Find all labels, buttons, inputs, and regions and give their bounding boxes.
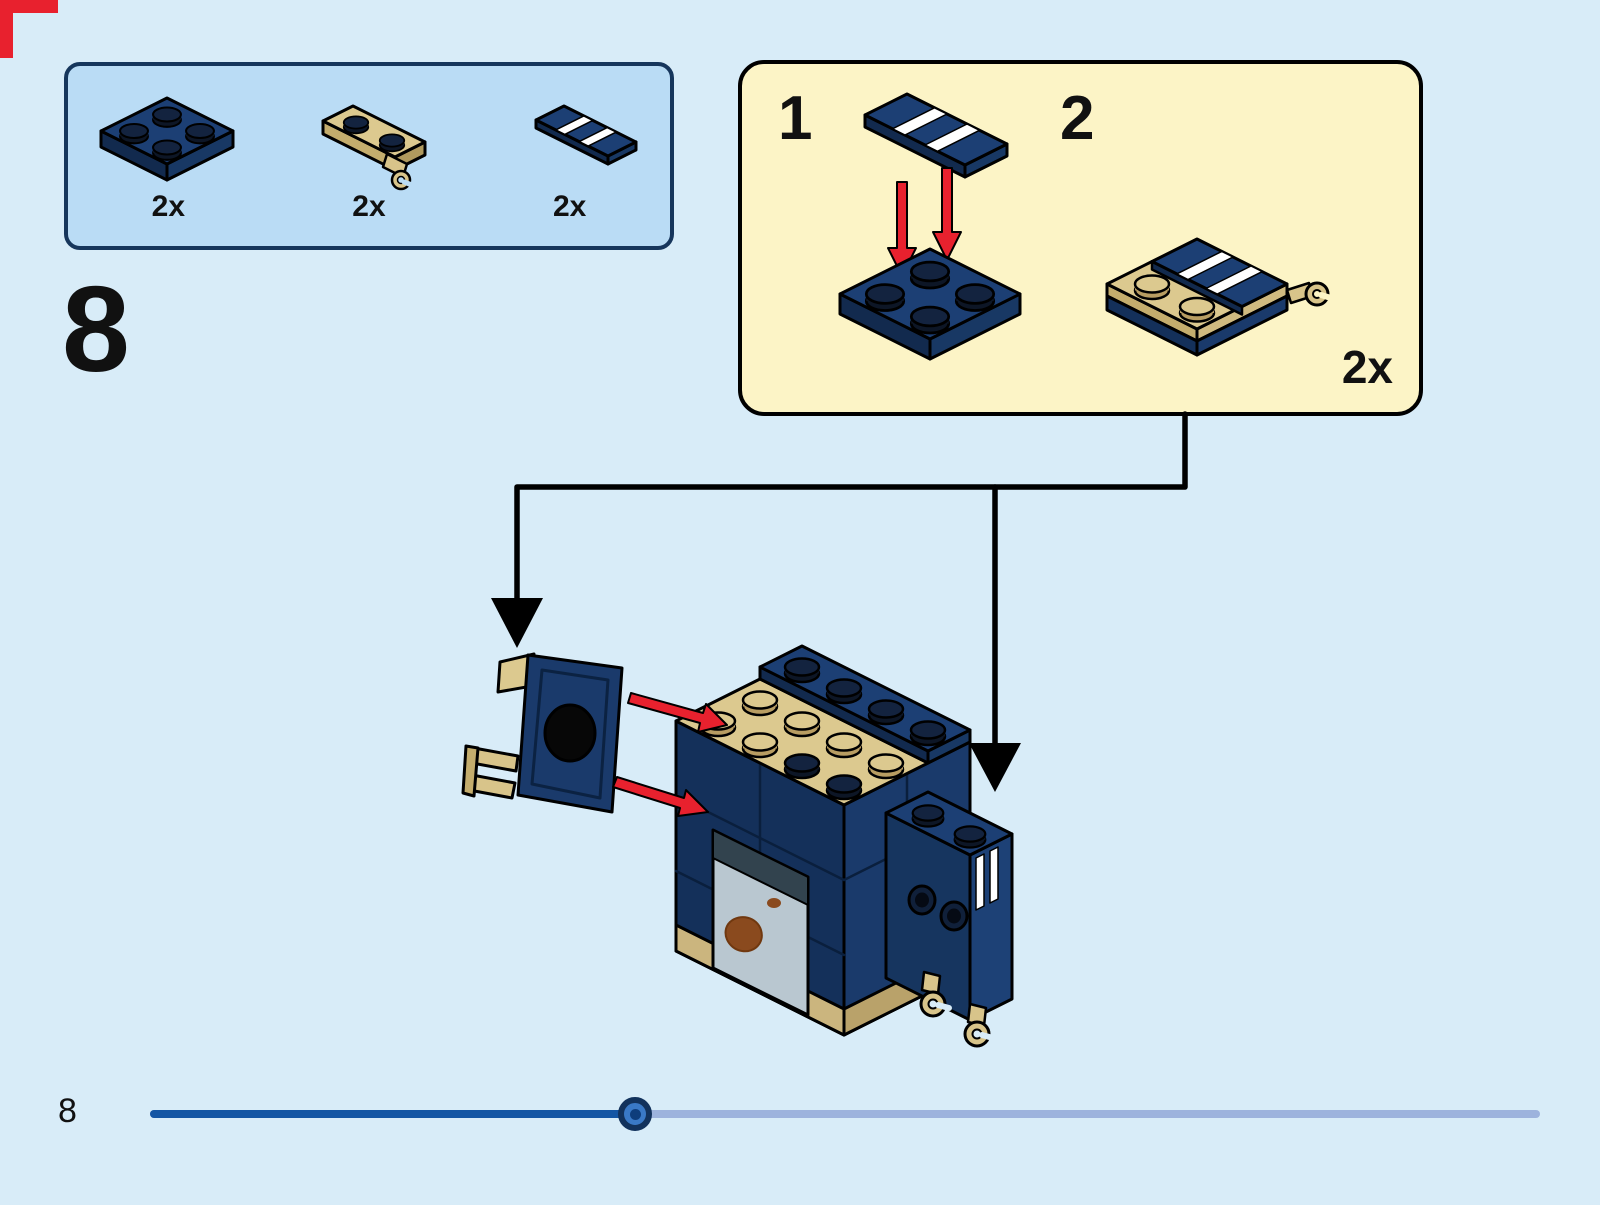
part-count-label: 2x: [151, 190, 186, 223]
striped-tile-icon: [863, 92, 1009, 179]
progress-track-remaining: [150, 1110, 1540, 1118]
parts-callout-box: 2x 2x 2x: [64, 62, 674, 250]
assembled-unit-icon: [1105, 237, 1334, 357]
substeps-illustration: [838, 92, 1334, 361]
step-number: 8: [62, 261, 130, 397]
substep-1-number: 1: [778, 84, 813, 153]
head-model: [674, 644, 1014, 1046]
part-item: 2x: [78, 76, 258, 224]
substeps-box: 1 2: [738, 60, 1423, 416]
part-count-label: 2x: [552, 190, 587, 223]
page-number: 8: [58, 1092, 77, 1130]
sticker-panel: [711, 828, 810, 1017]
page-corner-marker-left: [0, 0, 13, 58]
side-block: [884, 790, 1014, 1046]
substep-2-number: 2: [1060, 84, 1095, 153]
part-count-label: 2x: [352, 190, 386, 223]
substep-repeat-count: 2x: [1341, 341, 1393, 393]
plate-2x2-dark-blue-icon: [99, 96, 235, 182]
tile-1x2-striped-icon: [534, 104, 638, 166]
camera-subassembly: [461, 652, 624, 814]
red-arrow-icon: [932, 167, 962, 261]
page-corner-marker-top: [0, 0, 58, 13]
progress-track[interactable]: [150, 1097, 1540, 1131]
plate-2x2-dark-blue-icon: [838, 247, 1022, 361]
red-arrow-icon: [612, 776, 709, 817]
plate-1x2-clip-tan-icon: [321, 104, 427, 191]
progress-knob-dot: [629, 1108, 641, 1120]
part-item: 2x: [480, 76, 660, 224]
model-illustration: [461, 644, 1014, 1080]
part-item: 2x: [279, 76, 459, 224]
progress-track-done: [150, 1110, 638, 1118]
progress-slider-knob[interactable]: [618, 1097, 652, 1131]
red-arrow-icon: [627, 692, 728, 733]
